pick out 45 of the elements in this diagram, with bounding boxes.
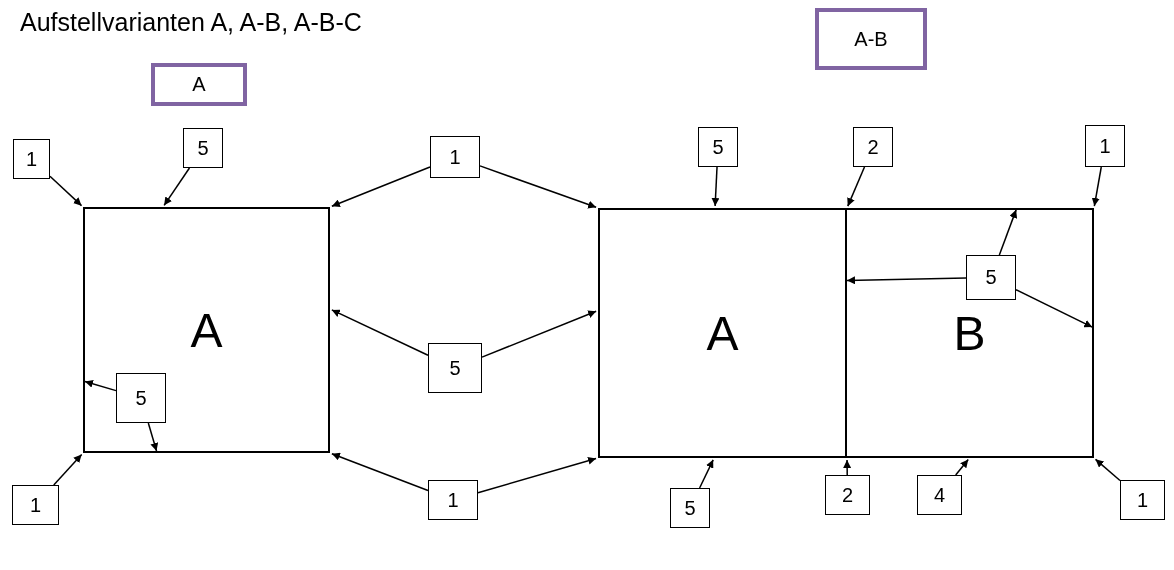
title: Aufstellvarianten A, A-B, A-B-C [20, 8, 362, 37]
leader-arrow [1091, 166, 1102, 207]
callout-number: 1 [12, 485, 59, 525]
leader-arrow [711, 166, 720, 207]
area-label: A [190, 302, 223, 358]
callout-number: 1 [13, 139, 50, 179]
leader-arrow [49, 175, 83, 207]
callout-number: 5 [670, 488, 710, 528]
leader-arrow [954, 458, 969, 476]
area-label: A [706, 305, 739, 361]
area-box [598, 208, 847, 458]
leader-arrow [1094, 458, 1121, 482]
leader-arrow [1015, 289, 1093, 328]
variant-tag: A-B [815, 8, 927, 70]
leader-arrow [847, 166, 866, 207]
callout-number: 5 [966, 255, 1016, 300]
leader-arrow [481, 310, 597, 358]
leader-arrow [479, 165, 597, 209]
leader-arrow [998, 209, 1018, 256]
leader-arrow [477, 456, 597, 494]
leader-arrow [843, 459, 852, 476]
leader-arrow [698, 459, 714, 489]
leader-arrow [331, 166, 431, 207]
callout-number: 1 [1085, 125, 1125, 167]
callout-number: 2 [853, 127, 893, 167]
leader-arrow [163, 167, 191, 207]
area-box [83, 207, 330, 453]
leader-arrow [53, 453, 83, 486]
leader-arrow [846, 276, 967, 285]
callout-number: 4 [917, 475, 962, 515]
callout-number: 2 [825, 475, 870, 515]
leader-arrow [331, 309, 429, 357]
leader-arrow [331, 452, 429, 492]
callout-number: 1 [430, 136, 480, 178]
callout-number: 1 [428, 480, 478, 520]
leader-arrow [84, 379, 117, 392]
variant-tag: A [151, 63, 247, 106]
callout-number: 5 [183, 128, 223, 168]
area-box [845, 208, 1094, 458]
callout-number: 5 [428, 343, 482, 393]
leader-arrow [147, 422, 159, 452]
callout-number: 5 [116, 373, 166, 423]
area-label: B [953, 305, 986, 361]
callout-number: 5 [698, 127, 738, 167]
callout-number: 1 [1120, 480, 1165, 520]
